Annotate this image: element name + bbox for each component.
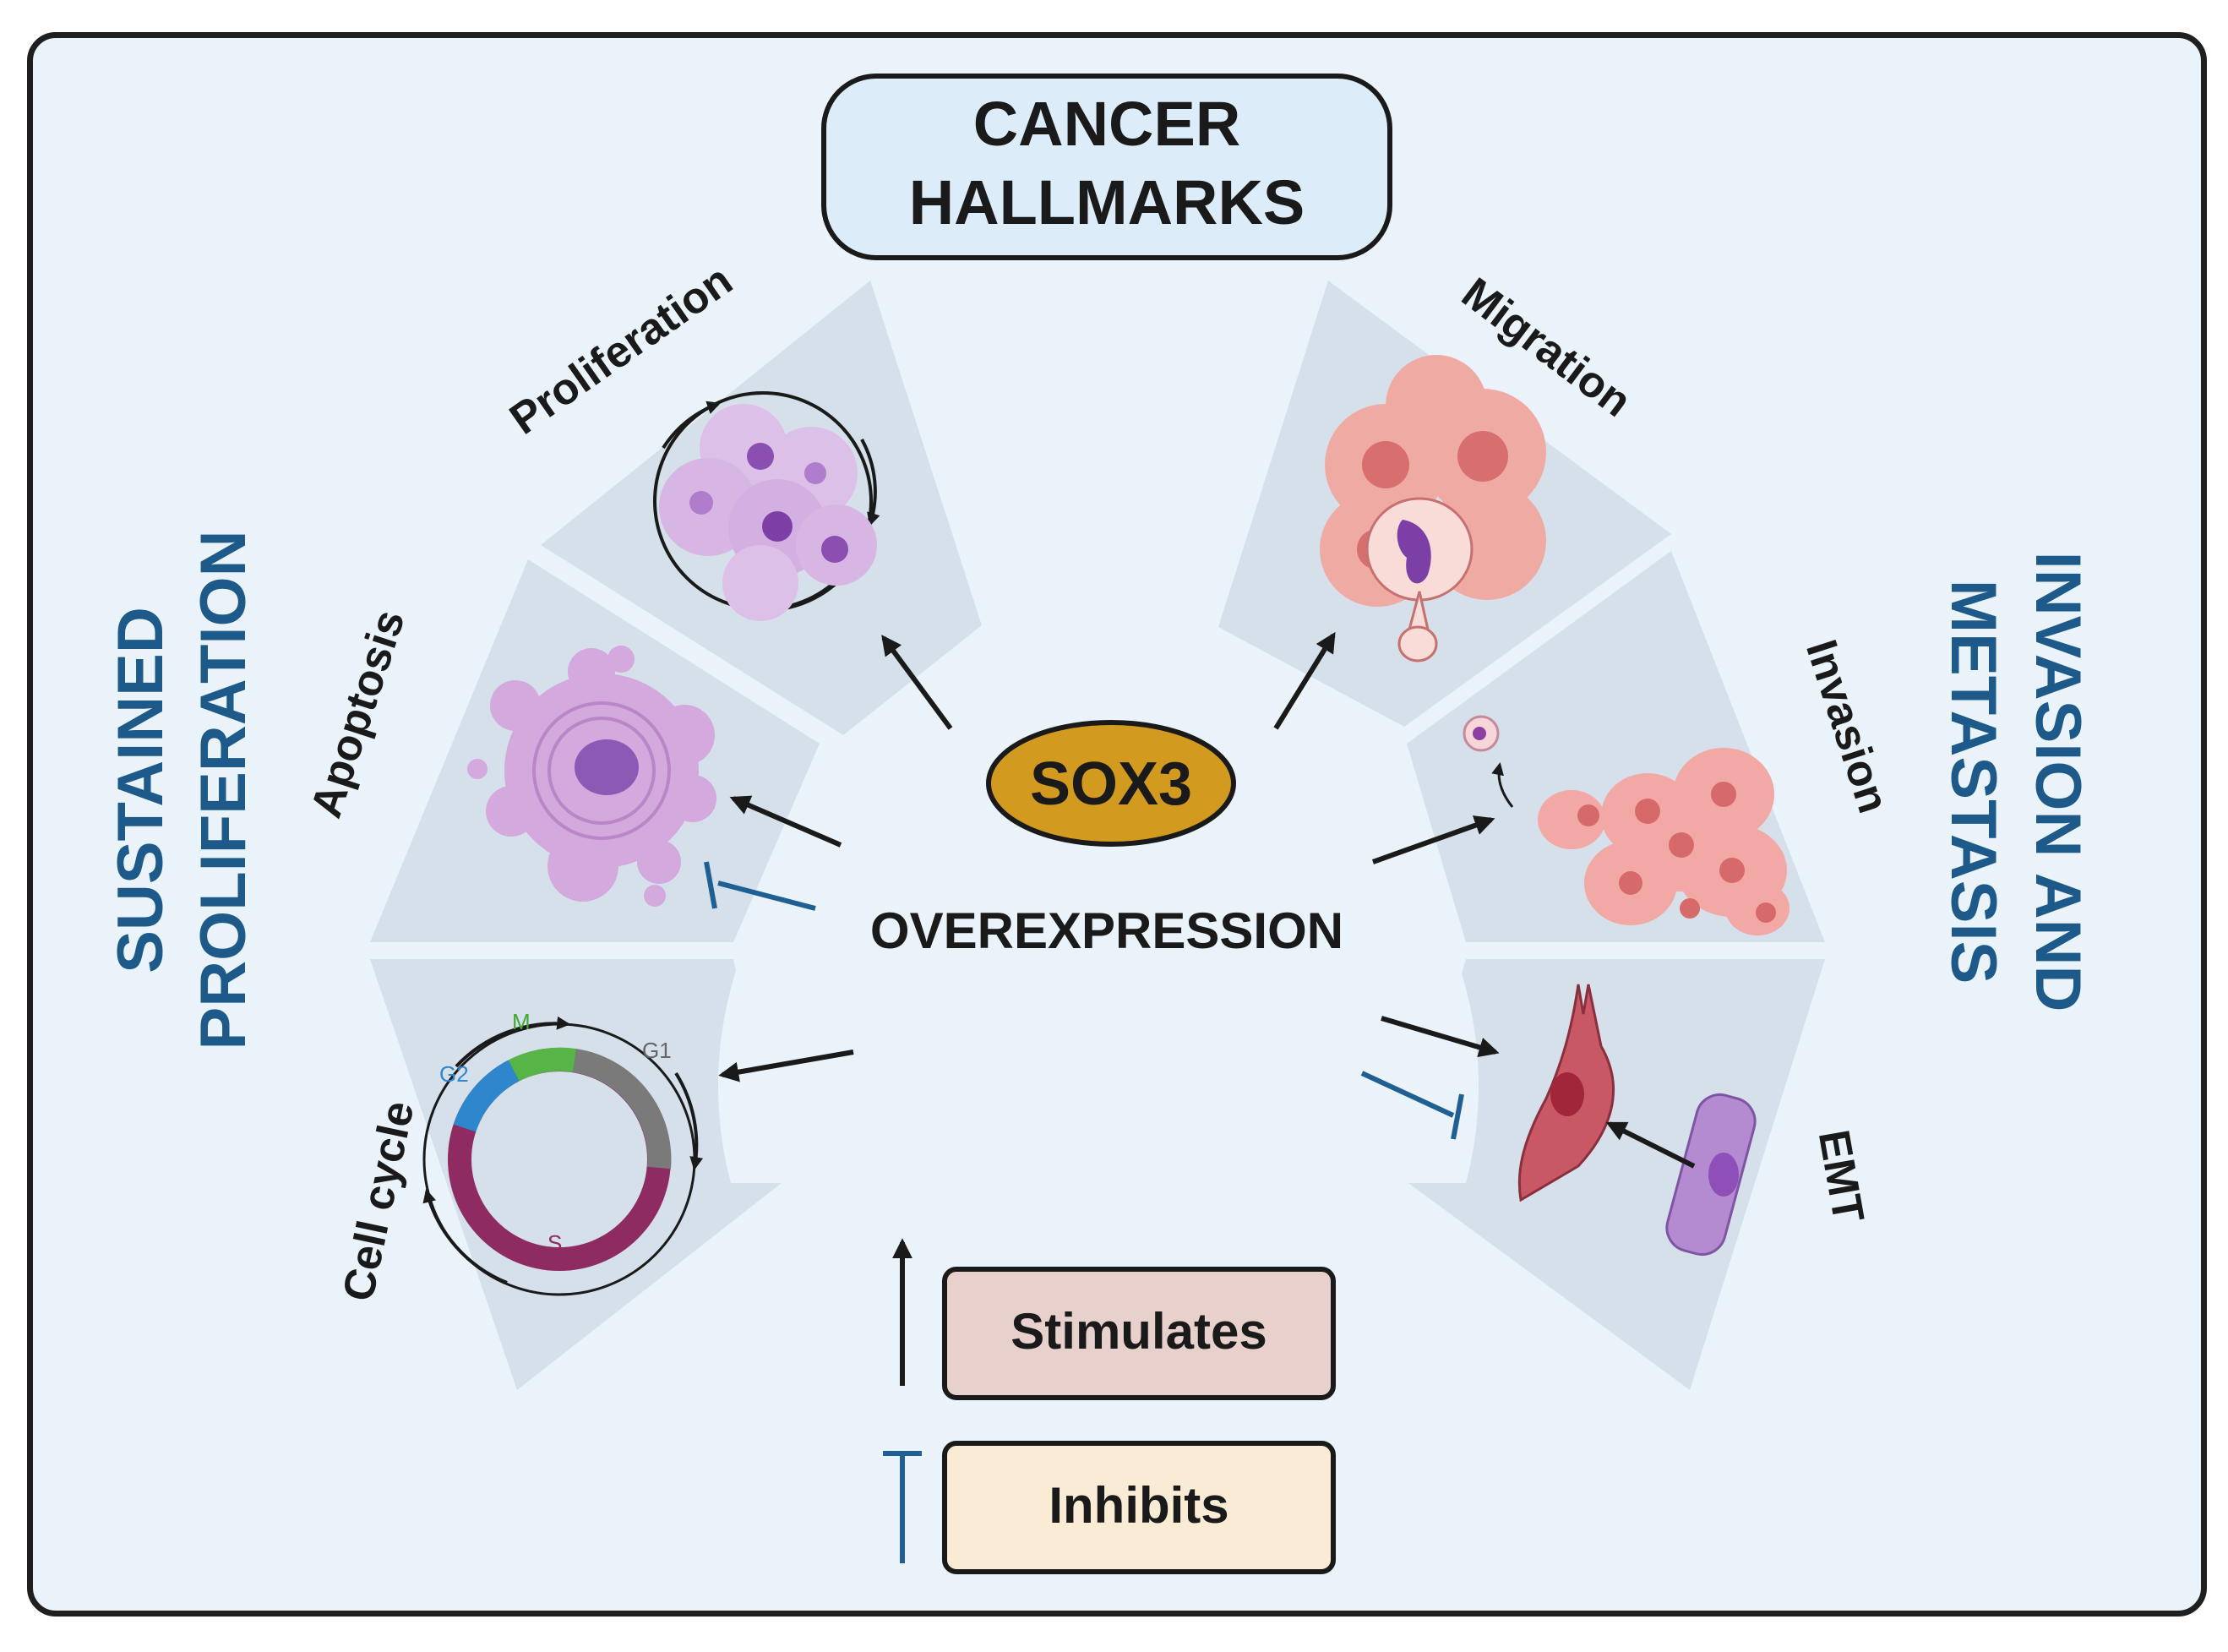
arrow-to-proliferation [881,635,953,730]
apoptosis-cell-illustration [467,646,716,907]
label-cell-cycle: Cell cycle [334,1097,424,1306]
sox3-oval [986,720,1236,847]
emt-cells-illustration [1517,984,1757,1257]
sector-emt [1403,959,1825,1390]
migration-cells-illustration [1320,355,1546,662]
label-emt: EMT [1809,1126,1873,1226]
group-right-line-1: INVASION AND [2022,552,2094,1012]
overexpression-label: OVEREXPRESSION [870,902,1343,959]
inhibit-emt-bar [1451,1093,1464,1140]
inhibit-apoptosis [717,881,816,911]
group-left-line-2: PROLIFERATION [188,530,259,1050]
arrow-to-emt [1381,1016,1500,1058]
phase-g2-label: G2 [439,1061,469,1087]
invasion-cells-illustration [1463,715,1789,935]
center-disc [717,705,1479,1183]
arrow-emt-transition [1605,1121,1696,1169]
label-apoptosis: Apoptosis [302,604,415,824]
label-invasion: Invasion [1796,634,1898,819]
title-line-1: CANCER [973,89,1241,159]
phase-s-label: S [547,1230,562,1256]
legend-stimulates-box [942,1267,1336,1400]
proliferation-cells-illustration [653,391,880,621]
group-right-line-2: METASTASIS [1937,580,2009,984]
cell-cycle-illustration: M G1 G2 S [422,1009,704,1296]
sox3-label: SOX3 [1030,750,1192,818]
phase-g1-label: G1 [642,1038,672,1063]
inhibit-emt [1360,1071,1455,1118]
group-left-line-1: SUSTAINED [105,607,177,973]
inhibit-apoptosis-bar [704,861,717,909]
legend-inhibits-box [942,1441,1336,1574]
sector-cell-cycle [370,959,782,1390]
legend-stimulates-label: Stimulates [1010,1303,1267,1360]
arrow-to-migration [1273,631,1336,730]
title-box [821,74,1392,260]
legend-inhibits-label: Inhibits [1049,1477,1228,1534]
phase-m-label: M [512,1009,531,1034]
arrow-to-invasion [1371,815,1495,864]
title-line-2: HALLMARKS [909,167,1305,237]
arrow-to-apoptosis [729,795,842,848]
arrow-to-cell-cycle [718,1050,854,1082]
